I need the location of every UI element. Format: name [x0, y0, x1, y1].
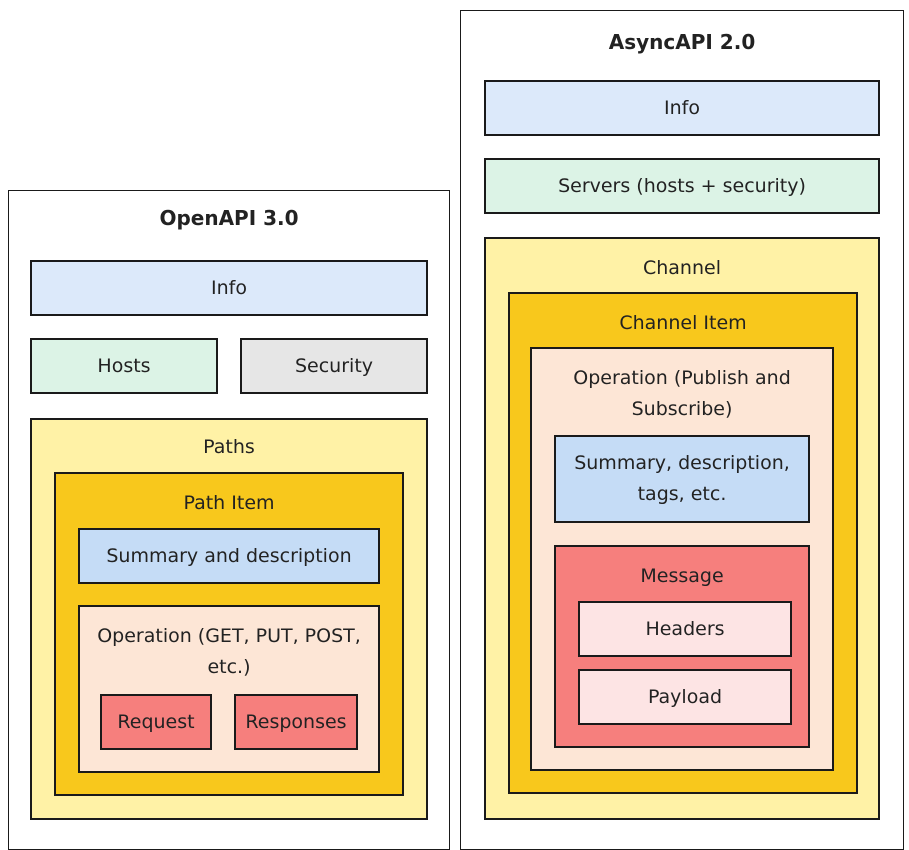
asyncapi-summary-box: Summary, description, tags, etc.	[554, 435, 810, 523]
openapi-operation-label: Operation (GET, PUT, POST, etc.)	[97, 625, 361, 679]
asyncapi-info-label: Info	[664, 96, 700, 119]
openapi-summary-box: Summary and description	[78, 528, 380, 584]
openapi-summary-label: Summary and description	[106, 544, 352, 567]
openapi-responses-label: Responses	[245, 710, 347, 733]
openapi-info-box: Info	[30, 260, 428, 316]
asyncapi-headers-label: Headers	[645, 617, 725, 640]
openapi-responses-box: Responses	[234, 694, 358, 750]
openapi-info-label: Info	[211, 276, 247, 299]
asyncapi-channel-label: Channel	[642, 257, 721, 279]
openapi-security-box: Security	[240, 338, 428, 394]
openapi-request-label: Request	[117, 710, 195, 733]
asyncapi-info-box: Info	[484, 80, 880, 136]
openapi-security-label: Security	[294, 354, 374, 377]
openapi-request-box: Request	[100, 694, 212, 750]
asyncapi-channel-item-label: Channel Item	[619, 312, 747, 334]
asyncapi-title: AsyncAPI 2.0	[608, 30, 756, 54]
asyncapi-servers-label: Servers (hosts + security)	[558, 174, 806, 197]
asyncapi-payload-box: Payload	[578, 669, 792, 725]
openapi-hosts-box: Hosts	[30, 338, 218, 394]
openapi-path-item-label: Path Item	[183, 492, 275, 514]
openapi-hosts-label: Hosts	[97, 354, 151, 377]
openapi-operation-box: Operation (GET, PUT, POST, etc.)	[78, 605, 380, 773]
openapi-paths-label: Paths	[203, 436, 255, 458]
asyncapi-payload-label: Payload	[647, 685, 723, 708]
asyncapi-headers-box: Headers	[578, 601, 792, 657]
openapi-title: OpenAPI 3.0	[159, 206, 299, 230]
asyncapi-message-label: Message	[640, 565, 724, 587]
asyncapi-summary-label: Summary, description, tags, etc.	[574, 451, 790, 505]
asyncapi-operation-label: Operation (Publish and Subscribe)	[573, 367, 791, 421]
asyncapi-servers-box: Servers (hosts + security)	[484, 158, 880, 214]
